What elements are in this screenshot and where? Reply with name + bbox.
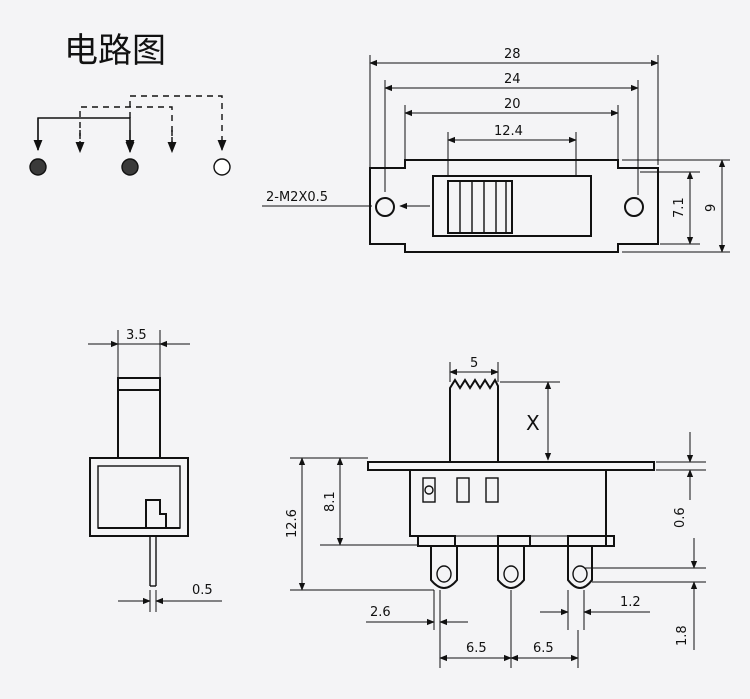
dim-1-8-label: 1.8 xyxy=(675,625,690,646)
front-view: 5 X 12.6 8.1 xyxy=(285,356,706,668)
side-body xyxy=(89,457,189,537)
dim-3-5-label: 3.5 xyxy=(126,328,147,343)
dim-20-label: 20 xyxy=(504,97,521,112)
dim-0-5-label: 0.5 xyxy=(192,583,213,598)
dashed-switch-path-b xyxy=(129,95,227,152)
dim-2-6-label: 2.6 xyxy=(370,605,391,620)
top-actuator xyxy=(447,180,513,234)
terminal-open-icon xyxy=(213,158,231,176)
dim-12-6-label: 12.6 xyxy=(285,509,300,538)
terminal-dot-icon xyxy=(121,158,139,176)
side-view: 3.5 0.5 xyxy=(88,328,222,612)
front-top-plate xyxy=(367,461,655,471)
dim-x-label: X xyxy=(526,411,540,435)
dim-6-5-left-label: 6.5 xyxy=(466,641,487,656)
dim-0-6-label: 0.6 xyxy=(673,507,688,528)
top-body-outline xyxy=(369,159,659,253)
dim-28-label: 28 xyxy=(504,47,521,62)
dim-9-label: 9 xyxy=(704,204,719,212)
dim-12-4-label: 12.4 xyxy=(494,124,523,139)
dim-7-1-label: 7.1 xyxy=(672,197,687,218)
dim-24-label: 24 xyxy=(504,72,521,87)
front-pin-left xyxy=(430,546,458,589)
dashed-switch-path-a xyxy=(79,106,173,150)
mount-hole-right xyxy=(624,197,644,217)
dim-5-label: 5 xyxy=(470,356,478,371)
front-actuator xyxy=(449,377,499,462)
terminal-dot-icon xyxy=(29,158,47,176)
dim-8-1-label: 8.1 xyxy=(323,491,338,512)
dim-6-5-right-label: 6.5 xyxy=(533,641,554,656)
mount-hole-label: 2-M2X0.5 xyxy=(266,190,328,205)
top-view: 28 24 20 12.4 2-M2X0.5 7.1 9 xyxy=(262,47,730,253)
circuit-diagram: 电路图 xyxy=(29,31,231,176)
front-pin-middle xyxy=(497,546,525,589)
diagram-title: 电路图 xyxy=(64,31,166,71)
dim-1-2-label: 1.2 xyxy=(620,595,641,610)
front-pin-right xyxy=(567,546,593,589)
mount-hole-left xyxy=(375,197,395,217)
solid-switch-path xyxy=(37,117,135,152)
top-slot xyxy=(432,175,592,237)
front-body xyxy=(409,470,615,547)
